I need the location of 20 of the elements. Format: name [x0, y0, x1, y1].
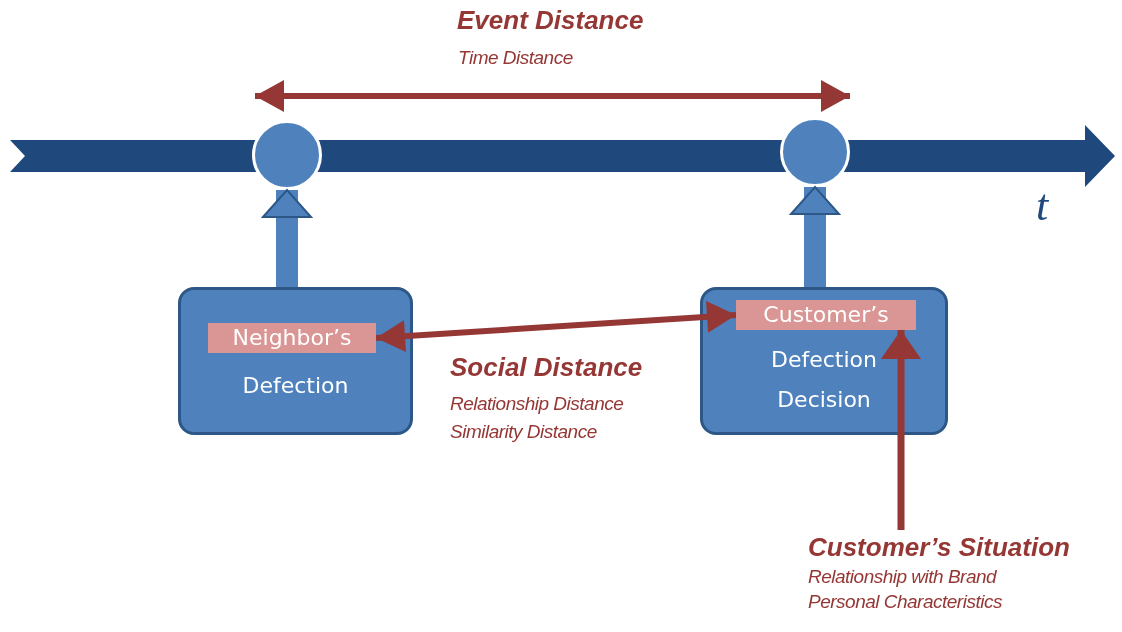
- heading-text: Customer’s Situation: [808, 531, 1071, 564]
- arrow: [255, 80, 850, 112]
- time-axis-label: t: [1036, 180, 1049, 231]
- arrow: [375, 300, 737, 353]
- description-text: Time Distance: [458, 47, 573, 69]
- highlight-label: Customer’s: [736, 300, 916, 330]
- box-text: Defection: [241, 372, 350, 400]
- box-text: Defection Decision: [770, 346, 878, 414]
- heading-text: Event Distance: [457, 5, 644, 36]
- block-arrow: [790, 186, 840, 287]
- process-box: [178, 287, 413, 435]
- description-text: Personal Characteristics: [808, 590, 1003, 614]
- heading-text: Social Distance: [450, 352, 643, 383]
- arrow: [881, 330, 921, 530]
- block-arrow: [262, 189, 312, 287]
- process-box: [700, 287, 948, 435]
- description-text: Relationship Distance: [450, 393, 624, 415]
- description-text: Similarity Distance: [450, 421, 597, 443]
- description-text: Relationship with Brand: [808, 565, 998, 589]
- highlight-label: Neighbor’s: [208, 323, 376, 353]
